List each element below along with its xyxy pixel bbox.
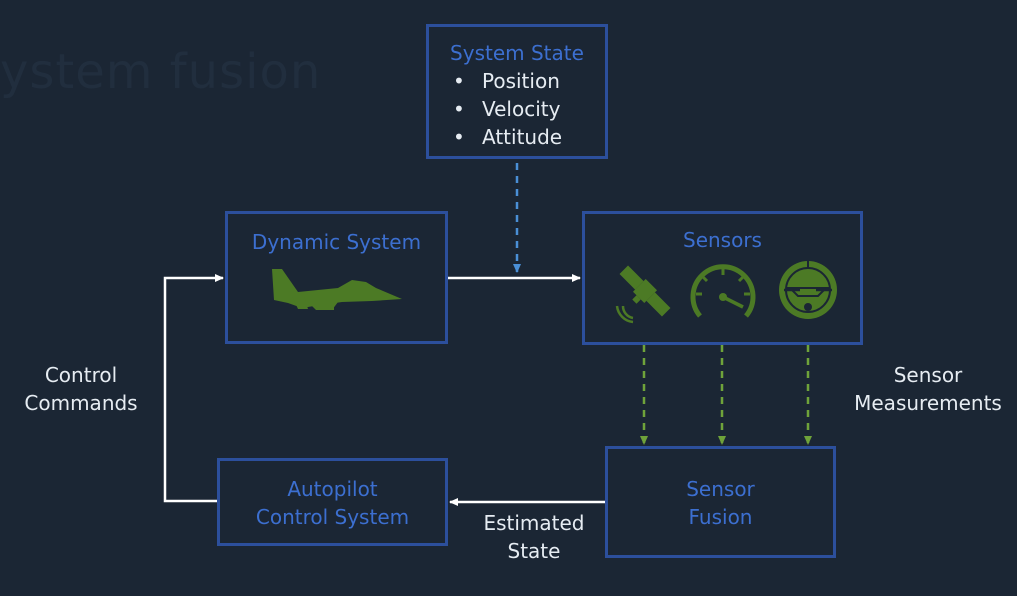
sensors-title: Sensors	[683, 228, 762, 252]
autopilot-control-system-box: Autopilot Control System	[217, 458, 448, 546]
sensor-fusion-title: Sensor Fusion	[686, 477, 755, 529]
dynamic-system-box: Dynamic System	[225, 211, 448, 344]
control-commands-label: Control Commands	[24, 363, 138, 415]
state-item-attitude: Attitude	[453, 123, 605, 151]
sensor-measurements-label: Sensor Measurements	[854, 363, 1002, 415]
system-state-list: Position Velocity Attitude	[429, 67, 605, 151]
background-title: ystem fusion	[0, 44, 322, 100]
speedometer-icon	[690, 264, 756, 318]
system-state-box: System State Position Velocity Attitude	[426, 24, 608, 159]
dynamic-system-title: Dynamic System	[251, 230, 422, 254]
state-item-velocity: Velocity	[453, 95, 605, 123]
sensor-fusion-box: Sensor Fusion	[605, 446, 836, 558]
fighter-jet-icon	[272, 269, 402, 310]
sensors-box: Sensors	[582, 211, 863, 345]
control-loop-arrow	[163, 274, 224, 503]
system-state-title: System State	[450, 41, 584, 65]
attitude-indicator-icon	[779, 261, 837, 319]
estimated-state-label: Estimated State	[483, 511, 585, 563]
satellite-icon	[615, 265, 671, 324]
state-item-position: Position	[453, 67, 605, 95]
autopilot-title: Autopilot Control System	[255, 477, 410, 529]
